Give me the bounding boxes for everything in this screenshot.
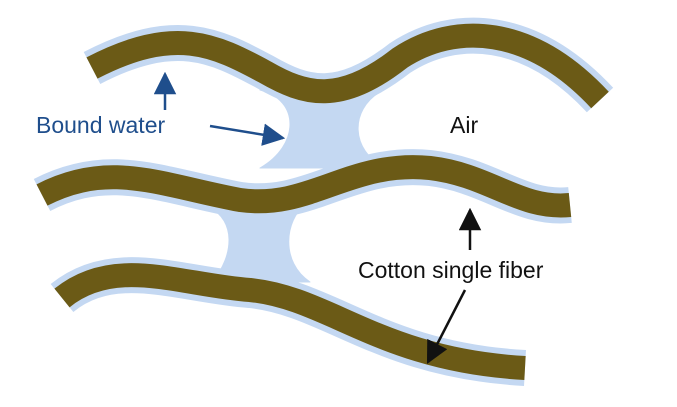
fiber-middle — [36, 155, 572, 218]
bound-water-label: Bound water — [36, 112, 165, 138]
water-bridge-lower — [209, 204, 311, 283]
cotton-fibers — [36, 23, 609, 380]
cotton-fiber-arrow-down — [426, 289, 467, 365]
water-bridge-upper — [259, 89, 386, 169]
fiber-bottom — [54, 263, 526, 380]
bound-water-arrow-right — [209, 123, 286, 146]
fiber-top — [86, 23, 609, 109]
cotton-fiber-label: Cotton single fiber — [358, 257, 544, 283]
air-label: Air — [450, 112, 478, 138]
